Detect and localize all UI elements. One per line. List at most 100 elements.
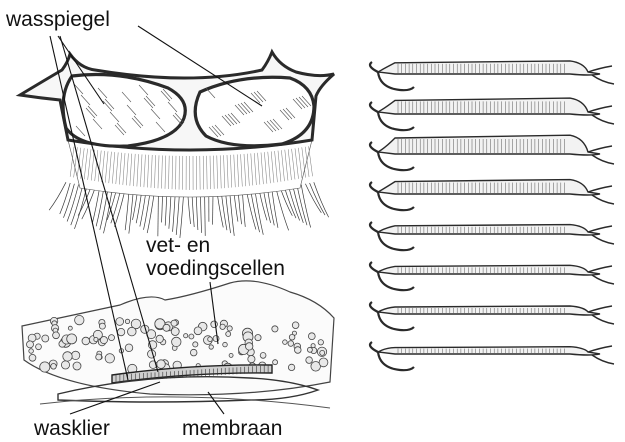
cell: [295, 347, 302, 354]
bristle: [310, 183, 325, 215]
gland-epithelium: [378, 180, 600, 195]
cell: [94, 337, 98, 341]
cell: [27, 341, 34, 348]
cell: [68, 326, 72, 330]
bristle: [111, 190, 121, 223]
cell: [318, 340, 323, 345]
cell: [51, 364, 57, 370]
cell: [272, 326, 278, 332]
cell: [67, 334, 77, 344]
bristle: [176, 194, 179, 235]
cell: [193, 342, 198, 347]
gland-epithelium: [378, 61, 600, 75]
wax-mirror-plate: [20, 52, 334, 238]
gland-epithelium: [378, 225, 600, 235]
bristle: [200, 194, 201, 233]
gland-stage: [370, 342, 614, 370]
cell: [209, 345, 213, 349]
gland-epithelium: [378, 135, 600, 155]
label-wasspiegel: wasspiegel: [6, 8, 110, 31]
bristle: [255, 191, 263, 235]
bristle: [82, 187, 96, 219]
cell: [229, 353, 233, 357]
cell: [163, 324, 170, 331]
bristle: [96, 188, 104, 226]
cell: [116, 318, 124, 326]
cell: [61, 361, 69, 369]
cell: [189, 334, 194, 339]
gland-stage: [370, 302, 614, 330]
cell: [99, 323, 105, 329]
cross-section: [22, 281, 334, 408]
cell: [36, 344, 42, 350]
cell: [172, 337, 181, 346]
cell: [171, 328, 179, 336]
bristle: [173, 194, 176, 232]
cell: [71, 351, 79, 359]
cell: [117, 328, 124, 335]
bristle: [259, 190, 267, 220]
label-voedingscellen: voedingscellen: [146, 257, 285, 280]
gland-stage: [370, 222, 614, 250]
label-vet-en: vet- en: [146, 234, 210, 257]
gland-stage: [370, 262, 614, 290]
gland-stage: [370, 61, 614, 90]
bristle: [49, 182, 66, 210]
bristle: [158, 193, 159, 236]
cell: [307, 347, 312, 352]
bristle: [192, 194, 194, 227]
cell: [220, 324, 225, 329]
cell: [96, 354, 102, 360]
gland-epithelium: [378, 98, 600, 115]
bristle: [305, 184, 321, 213]
cell: [208, 337, 213, 342]
cell: [283, 340, 288, 345]
gland-stage-sequence: [370, 61, 614, 370]
cell: [63, 352, 72, 361]
label-wasklier: wasklier: [34, 417, 110, 440]
cell: [105, 354, 114, 363]
cell: [40, 362, 50, 372]
bristle: [238, 192, 241, 224]
gland-epithelium: [378, 265, 600, 275]
bristle: [268, 189, 275, 225]
bristle: [60, 183, 70, 214]
cell: [288, 364, 294, 370]
cell: [29, 354, 36, 361]
wax-mirror-right: [195, 77, 314, 146]
cell: [246, 343, 253, 350]
cell: [42, 335, 49, 342]
cell: [171, 320, 177, 326]
bristle: [162, 193, 163, 222]
bristle: [165, 194, 167, 226]
bristle: [169, 194, 171, 229]
cell: [73, 362, 81, 370]
cell: [184, 334, 188, 338]
cell: [320, 350, 325, 355]
bristle: [147, 193, 154, 233]
bristle: [242, 192, 245, 227]
bristle: [129, 192, 133, 234]
cell: [125, 319, 129, 323]
cell: [211, 321, 218, 328]
bristle: [205, 194, 206, 236]
cell: [194, 327, 202, 335]
hair-line: [309, 146, 313, 176]
bristle: [263, 190, 270, 223]
cell: [289, 334, 295, 340]
gland-stage: [370, 135, 614, 170]
cell: [227, 326, 232, 331]
cell: [157, 360, 166, 369]
cell: [190, 349, 197, 356]
bristle: [133, 192, 138, 220]
cell: [306, 357, 313, 364]
cell: [75, 315, 84, 324]
bristle: [272, 189, 278, 228]
bristle: [234, 193, 238, 222]
leader-membraan: [208, 392, 224, 414]
cell: [109, 335, 115, 341]
cell: [156, 335, 163, 342]
cell: [273, 360, 278, 365]
bristle: [125, 191, 129, 230]
cell: [319, 358, 328, 367]
